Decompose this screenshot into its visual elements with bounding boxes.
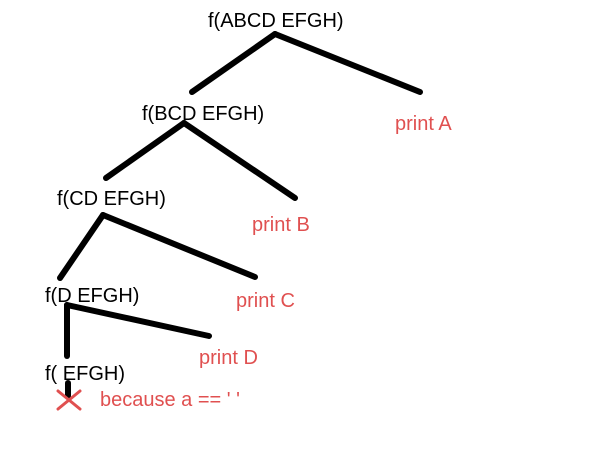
- edge-cd-to-d: [57, 212, 106, 281]
- print-b-label: print B: [252, 214, 310, 236]
- print-c-label: print C: [236, 290, 295, 312]
- edge-abcd-to-print-a: [272, 31, 423, 95]
- tree-edges: [57, 31, 423, 399]
- node-f-cd-efgh: f(CD EFGH): [57, 188, 166, 210]
- node-f-bcd-efgh: f(BCD EFGH): [142, 103, 264, 125]
- edge-abcd-to-bcd: [189, 31, 278, 95]
- base-case-note: because a == ' ': [100, 389, 240, 411]
- print-d-label: print D: [199, 347, 258, 369]
- edge-d-to-print-d: [64, 302, 212, 339]
- edge-cd-to-print-c: [100, 212, 258, 280]
- x-mark-icon: [56, 389, 82, 411]
- node-f-abcd-efgh: f(ABCD EFGH): [208, 10, 344, 32]
- print-a-label: print A: [395, 113, 452, 135]
- edge-bcd-to-print-b: [181, 120, 298, 201]
- node-f-empty-efgh: f( EFGH): [45, 363, 125, 385]
- edge-bcd-to-cd: [103, 120, 187, 181]
- node-f-d-efgh: f(D EFGH): [45, 285, 139, 307]
